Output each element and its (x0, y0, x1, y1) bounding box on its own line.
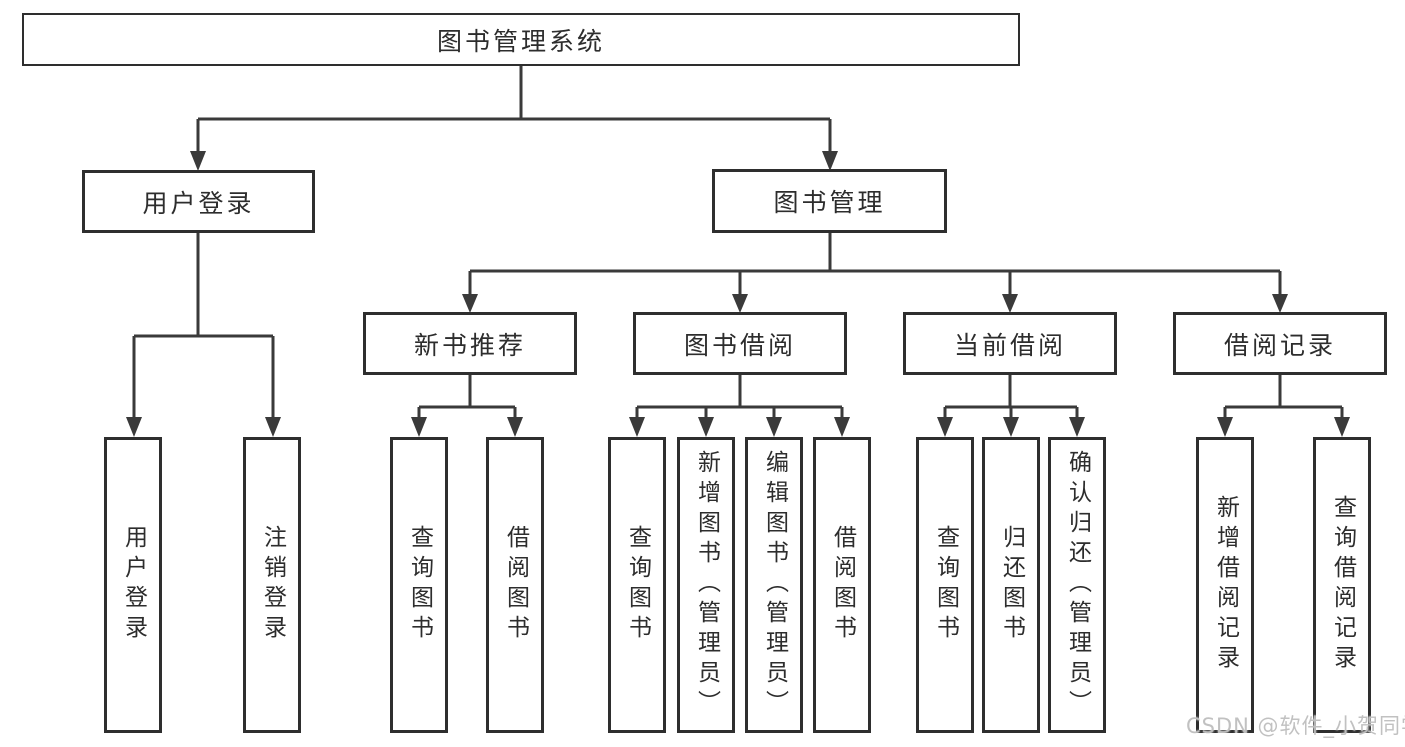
leaf-borrow-books-2-label: 借阅图书 (829, 525, 856, 645)
leaf-borrow-books-2: 借阅图书 (813, 437, 871, 733)
node-library-system: 图书管理系统 (22, 13, 1020, 66)
leaf-query-books-3: 查询图书 (916, 437, 974, 733)
leaf-user-login-label: 用户登录 (120, 525, 147, 645)
leaf-return-books-label: 归还图书 (998, 525, 1025, 645)
leaf-confirm-return-admin-label: 确认归还（管理员） (1064, 450, 1091, 720)
leaf-borrow-books-1-label: 借阅图书 (502, 525, 529, 645)
leaf-confirm-return-admin: 确认归还（管理员） (1048, 437, 1106, 733)
csdn-watermark: CSDN @软件_小贺同学 (1186, 714, 1405, 738)
edge-book-borrow-to-leaves (635, 374, 844, 420)
leaf-add-borrow-record-label: 新增借阅记录 (1212, 495, 1239, 675)
node-current-borrowing-label: 当前借阅 (953, 330, 1066, 360)
edge-root-to-level2 (196, 65, 832, 153)
edge-current-borrow-to-leaves (943, 374, 1079, 420)
arrowhead-icons (126, 151, 1350, 437)
leaf-query-borrow-record-label: 查询借阅记录 (1329, 495, 1356, 675)
node-book-borrowing-label: 图书借阅 (683, 330, 796, 360)
leaf-borrow-books-1: 借阅图书 (486, 437, 544, 733)
leaf-query-books-2: 查询图书 (608, 437, 666, 733)
leaf-logout-label: 注销登录 (259, 525, 286, 645)
edge-borrow-record-to-leaves (1223, 374, 1344, 420)
leaf-edit-books-admin: 编辑图书（管理员） (745, 437, 803, 733)
node-new-book-recommend: 新书推荐 (363, 312, 577, 375)
edge-book-mgmt-to-level3 (468, 233, 1282, 297)
leaf-add-books-admin-label: 新增图书（管理员） (693, 450, 720, 720)
node-book-management-label: 图书管理 (773, 188, 886, 217)
leaf-add-books-admin: 新增图书（管理员） (677, 437, 735, 733)
node-book-borrowing: 图书借阅 (633, 312, 847, 375)
node-book-management: 图书管理 (712, 169, 947, 233)
leaf-logout: 注销登录 (243, 437, 301, 733)
leaf-user-login: 用户登录 (104, 437, 162, 733)
node-new-book-recommend-label: 新书推荐 (413, 330, 526, 360)
node-current-borrowing: 当前借阅 (903, 312, 1117, 375)
node-user-login-label: 用户登录 (142, 188, 255, 218)
node-user-login: 用户登录 (82, 170, 315, 233)
leaf-edit-books-admin-label: 编辑图书（管理员） (761, 450, 788, 720)
leaf-query-books-1-label: 查询图书 (406, 525, 433, 645)
edge-user-login-to-leaves (132, 233, 275, 419)
node-borrowing-records: 借阅记录 (1173, 312, 1387, 375)
edge-new-book-to-leaves (417, 374, 517, 420)
leaf-query-borrow-record: 查询借阅记录 (1313, 437, 1371, 733)
leaf-query-books-3-label: 查询图书 (932, 525, 959, 645)
leaf-return-books: 归还图书 (982, 437, 1040, 733)
leaf-add-borrow-record: 新增借阅记录 (1196, 437, 1254, 733)
leaf-query-books-1: 查询图书 (390, 437, 448, 733)
node-borrowing-records-label: 借阅记录 (1223, 330, 1336, 360)
leaf-query-books-2-label: 查询图书 (624, 525, 651, 645)
node-library-system-label: 图书管理系统 (436, 26, 605, 56)
